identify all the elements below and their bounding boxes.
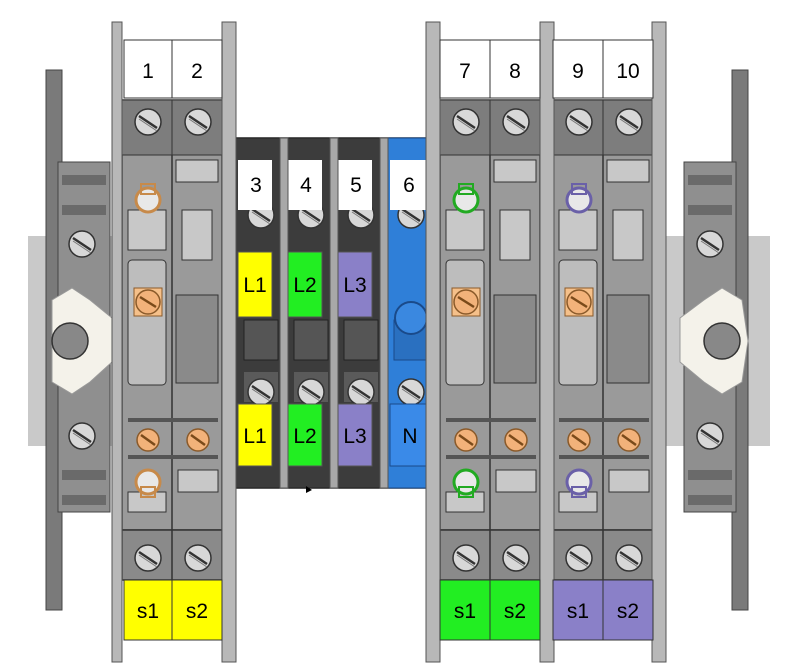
terminal-number-6: 6	[403, 174, 415, 197]
terminal-number-1: 1	[142, 60, 154, 83]
tag-l1-top	[237, 251, 273, 318]
terminal-number-2: 2	[191, 60, 203, 83]
separator-plates	[111, 21, 667, 663]
tag-l3-top	[337, 251, 373, 318]
sensor-labels: s1 s2 s1 s2 s1 s2	[137, 600, 639, 623]
tag-n-bottom	[389, 403, 431, 467]
label-s1-b: s1	[454, 600, 476, 623]
tag-s1-green	[439, 579, 491, 641]
tag-l1-bottom	[237, 403, 273, 467]
number-label-boxes	[123, 39, 654, 99]
terminal-number-8: 8	[509, 60, 521, 83]
terminal-number-7: 7	[459, 60, 471, 83]
terminal-numbers: 1 2 3 4 5 6 7 8 9 10	[142, 60, 640, 197]
label-l1-top: L1	[243, 274, 266, 297]
fuse-group-right-a	[439, 99, 541, 581]
label-s2-a: s2	[186, 600, 208, 623]
label-n-bottom: N	[402, 425, 417, 448]
terminal-number-9: 9	[572, 60, 584, 83]
fuse-group-right-b	[552, 99, 654, 581]
label-s2-b: s2	[504, 600, 526, 623]
terminal-number-3: 3	[250, 174, 262, 197]
tag-l3-bottom	[337, 403, 373, 467]
label-s2-c: s2	[617, 600, 639, 623]
label-s1-a: s1	[137, 600, 159, 623]
right-end-clamp	[679, 69, 749, 611]
tag-s2-violet	[602, 579, 654, 641]
cursor-mark	[306, 486, 312, 493]
label-l2-top: L2	[293, 274, 316, 297]
tag-s2-yellow	[171, 579, 223, 641]
phase-labels: L1 L2 L3 L1 L2 L3 N	[243, 274, 417, 448]
fuse-group-left	[121, 99, 223, 581]
bottom-label-boxes	[123, 579, 654, 641]
label-l1-bottom: L1	[243, 425, 266, 448]
label-s1-c: s1	[567, 600, 589, 623]
label-l2-bottom: L2	[293, 425, 316, 448]
tag-s1-yellow	[123, 579, 173, 641]
label-l3-bottom: L3	[343, 425, 366, 448]
tag-s1-violet	[552, 579, 604, 641]
tag-s2-green	[489, 579, 541, 641]
power-terminals	[235, 137, 437, 489]
label-l3-top: L3	[343, 274, 366, 297]
left-end-clamp	[45, 69, 113, 611]
terminal-number-10: 10	[616, 60, 639, 83]
terminal-number-5: 5	[350, 174, 362, 197]
terminal-number-4: 4	[300, 174, 312, 197]
